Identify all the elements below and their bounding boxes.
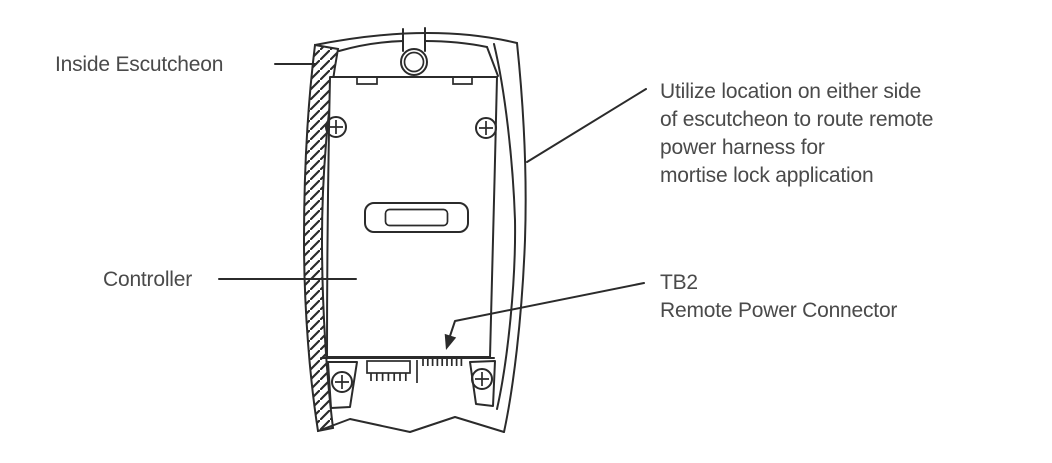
spindle-hub	[400, 27, 428, 76]
leader-line-routing-note	[526, 88, 647, 163]
mounting-screw-top-left	[325, 116, 347, 138]
mounting-screw-bottom-right	[471, 368, 493, 390]
mounting-screw-bottom-left	[331, 371, 353, 393]
tb2-connector-pins	[422, 359, 463, 366]
note-remote-power-routing: Utilize location on either side of escut…	[660, 80, 934, 187]
label-controller: Controller	[103, 268, 193, 291]
escutcheon-outline	[314, 31, 527, 433]
controller-top-notch-right	[452, 77, 473, 85]
escutcheon-bottom-panels	[320, 357, 496, 409]
escutcheon-cross-section-hatch	[302, 43, 340, 433]
controller-harness-slot	[364, 202, 469, 233]
label-tb2-remote-power-connector: TB2 Remote Power Connector	[660, 271, 898, 322]
controller-module	[326, 76, 498, 358]
leader-line-tb2	[444, 282, 645, 350]
break-line	[317, 416, 505, 433]
tb2-arrowhead-icon	[444, 333, 457, 350]
mounting-screw-top-right	[475, 117, 497, 139]
label-inside-escutcheon: Inside Escutcheon	[55, 53, 224, 76]
controller-top-notch-left	[356, 77, 378, 85]
wire-harness-connector-pins	[366, 360, 418, 383]
